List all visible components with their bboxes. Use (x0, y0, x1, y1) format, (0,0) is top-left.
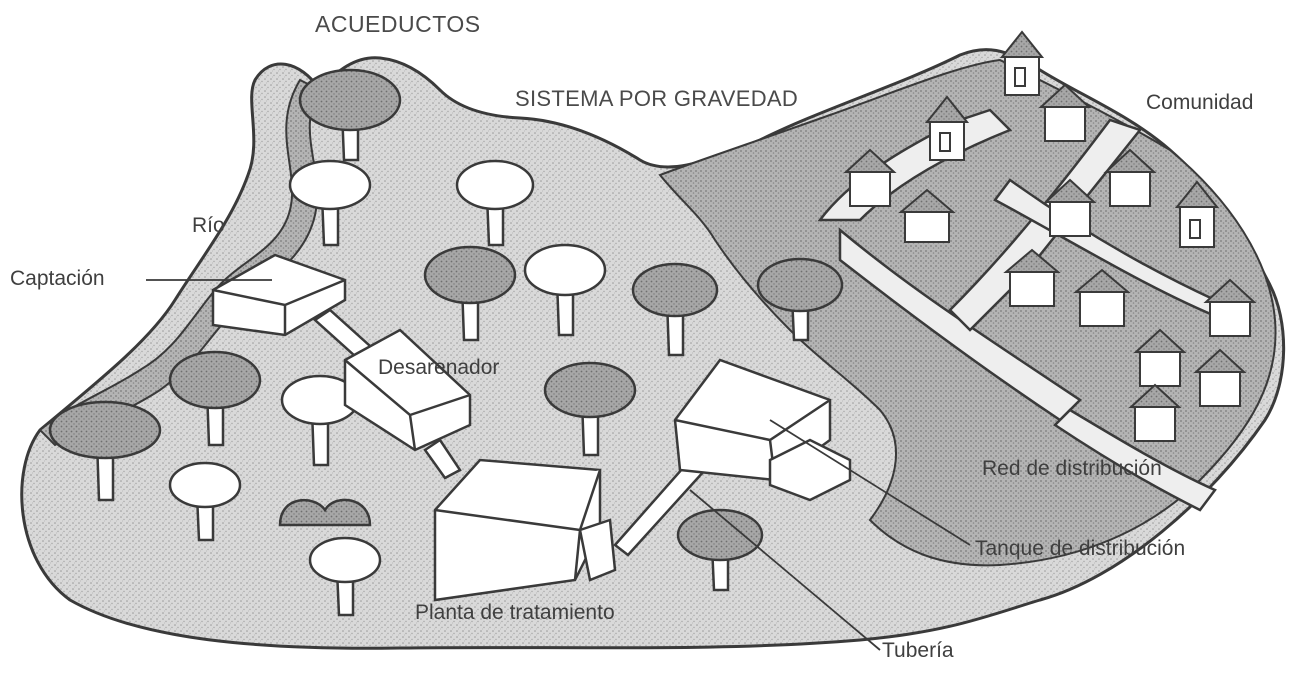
community-houses (843, 30, 1257, 442)
label-captacion: Captación (10, 267, 105, 290)
diagram-title: ACUEDUCTOS (315, 11, 481, 37)
label-planta: Planta de tratamiento (415, 601, 615, 624)
trees (48, 68, 844, 617)
structures (211, 253, 852, 602)
label-comunidad: Comunidad (1146, 91, 1254, 114)
leader-tanque (769, 419, 971, 546)
label-red: Red de distribución (982, 457, 1162, 480)
label-rio: Río (192, 214, 225, 237)
label-tuberia: Tubería (882, 639, 954, 662)
leader-lines (146, 279, 971, 651)
leader-tuberia (689, 489, 881, 651)
label-desarenador: Desarenador (378, 356, 500, 379)
label-tanque: Tanque de distribución (975, 537, 1186, 560)
diagram-subtitle: SISTEMA POR GRAVEDAD (515, 86, 799, 111)
